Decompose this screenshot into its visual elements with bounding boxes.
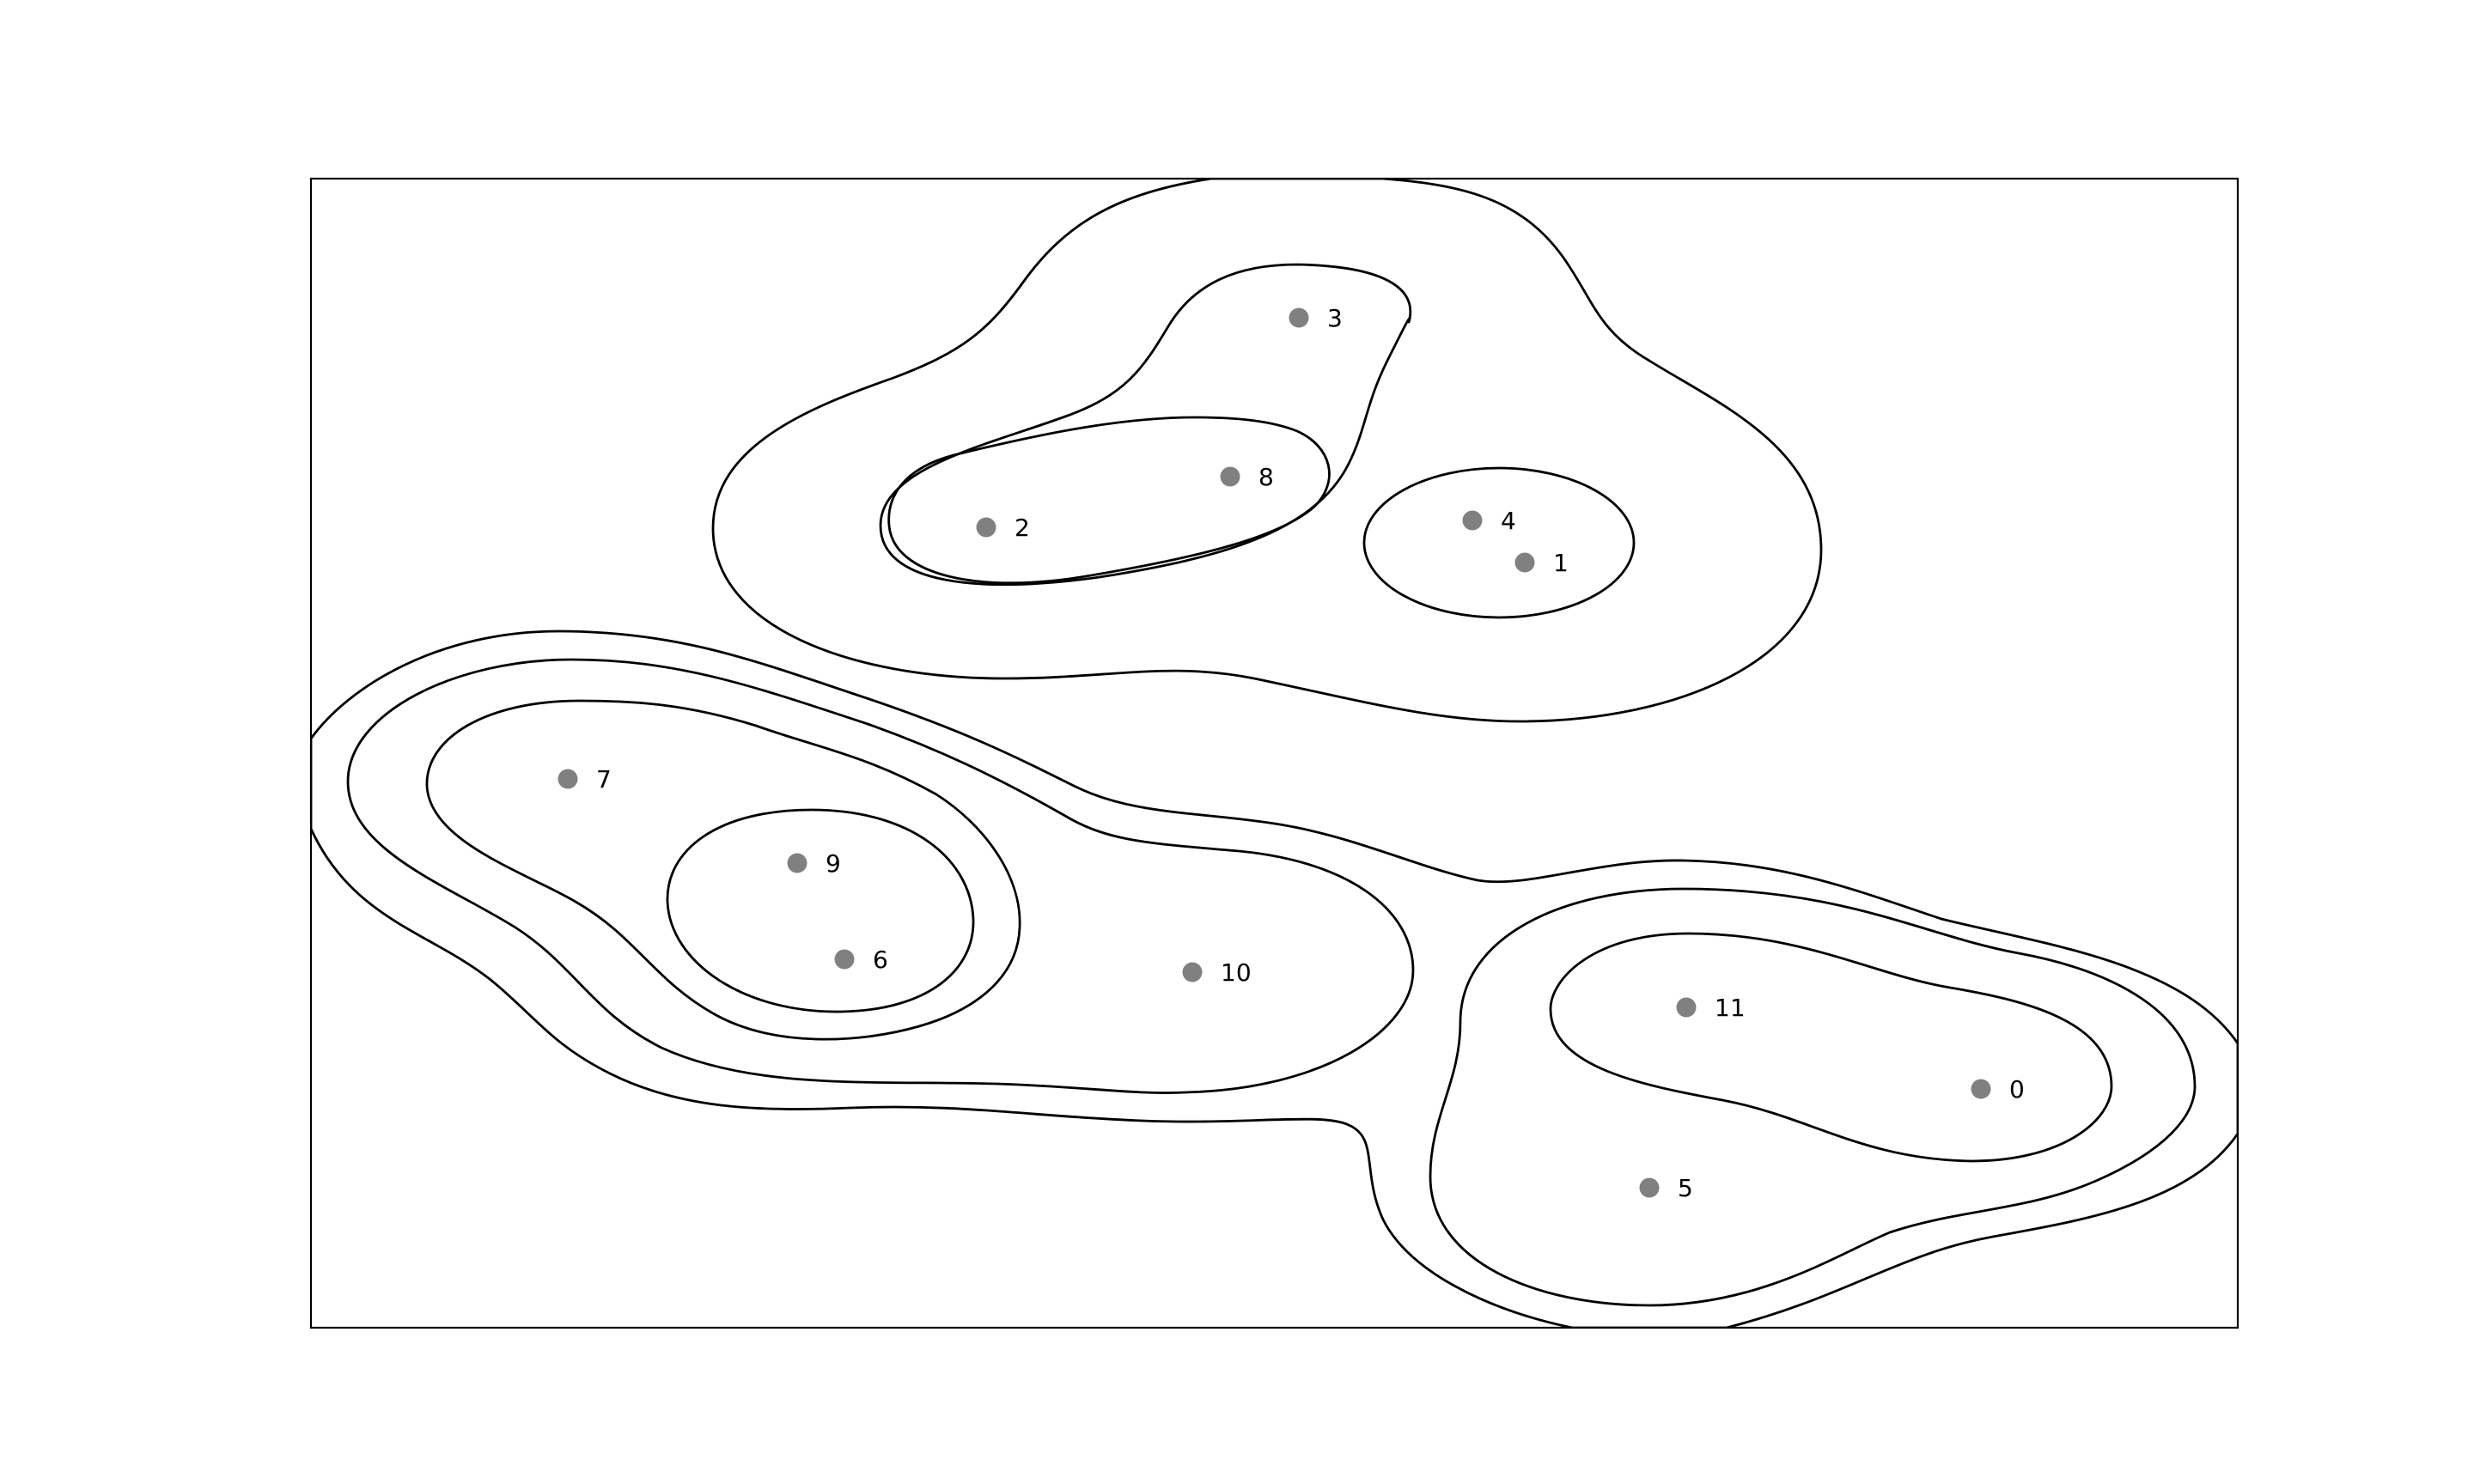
point-10 xyxy=(1182,962,1203,982)
point-label-7: 7 xyxy=(596,765,612,794)
contour-left-inner xyxy=(666,808,975,1013)
point-8 xyxy=(1220,466,1240,487)
point-label-4: 4 xyxy=(1501,507,1516,535)
point-11 xyxy=(1676,997,1697,1018)
contour-top-inner-b xyxy=(1362,466,1636,619)
point-4 xyxy=(1462,510,1483,531)
point-1 xyxy=(1514,552,1535,573)
point-5 xyxy=(1639,1177,1660,1198)
point-label-10: 10 xyxy=(1221,958,1252,987)
point-6 xyxy=(834,949,855,970)
contour-left-third xyxy=(425,699,1021,1041)
point-label-1: 1 xyxy=(1553,549,1569,577)
plot-frame xyxy=(309,177,2239,1329)
contour-top-outer xyxy=(711,179,1823,723)
contour-left-outer xyxy=(311,629,2238,1328)
contour-top-inner-a xyxy=(887,416,1331,585)
point-label-8: 8 xyxy=(1258,463,1274,491)
data-points xyxy=(558,307,1991,1198)
contour-right-middle xyxy=(1429,887,2197,1307)
point-labels: 0 1 2 3 4 5 6 7 8 9 10 11 xyxy=(596,304,2025,1202)
point-label-3: 3 xyxy=(1327,304,1343,332)
point-7 xyxy=(558,769,578,789)
point-label-0: 0 xyxy=(2009,1075,2025,1104)
contour-left-second xyxy=(346,658,1415,1094)
point-label-5: 5 xyxy=(1678,1174,1693,1202)
point-0 xyxy=(1971,1079,1991,1099)
point-9 xyxy=(787,853,807,873)
point-label-9: 9 xyxy=(826,849,841,878)
point-3 xyxy=(1289,307,1309,328)
point-label-6: 6 xyxy=(873,946,888,974)
point-2 xyxy=(976,517,996,538)
point-label-2: 2 xyxy=(1015,514,1030,542)
contour-lines xyxy=(311,179,2238,1328)
point-label-11: 11 xyxy=(1715,994,1746,1022)
contour-right-inner xyxy=(1549,932,2113,1163)
contour-top-middle xyxy=(879,263,1412,587)
